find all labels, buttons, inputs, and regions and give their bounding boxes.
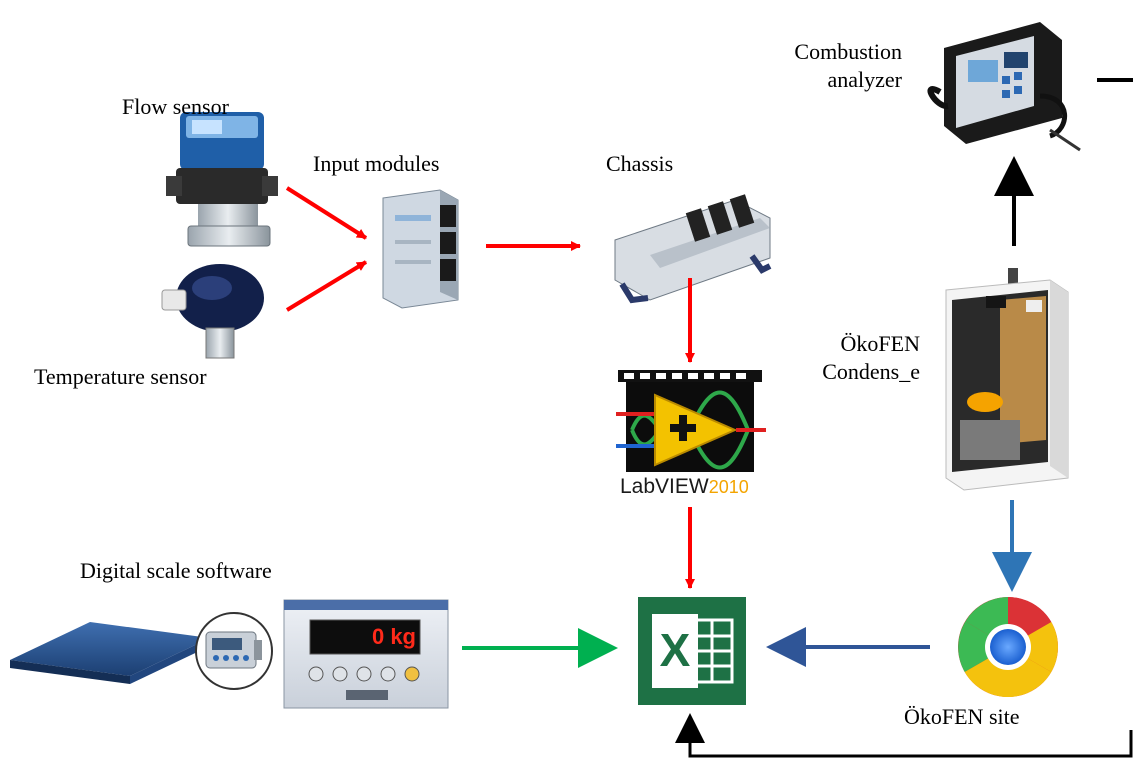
label-okofen-line1: ÖkoFEN bbox=[840, 331, 920, 356]
arrows bbox=[285, 78, 1133, 758]
excel-icon bbox=[638, 597, 746, 705]
arrow-temperature-to-input bbox=[285, 260, 368, 312]
label-combustion-line1: Combustion bbox=[794, 39, 902, 64]
scale-display-readout: 0 kg bbox=[371, 624, 416, 649]
label-okofen-line2: Condens_e bbox=[822, 359, 920, 384]
flow-sensor-device bbox=[166, 112, 278, 247]
label-digital-scale-software: Digital scale software bbox=[80, 558, 272, 583]
okofen-boiler-device bbox=[945, 268, 1069, 491]
label-input-modules: Input modules bbox=[313, 151, 440, 176]
excel-letter: X bbox=[659, 624, 691, 676]
arrow-analyzer-return-to-excel bbox=[675, 713, 1133, 758]
temperature-sensor-device bbox=[161, 264, 264, 359]
label-temperature-sensor: Temperature sensor bbox=[34, 364, 207, 389]
labview-year-label: 2010 bbox=[708, 477, 749, 497]
labview-brand-text: LabVIEW2010 bbox=[620, 474, 770, 500]
labview-brand-label: LabVIEW bbox=[620, 475, 709, 498]
scale-indicator-device bbox=[195, 612, 273, 690]
scale-software-window bbox=[283, 599, 449, 709]
labview-logo bbox=[616, 370, 766, 472]
chassis-device bbox=[614, 194, 772, 304]
label-chassis: Chassis bbox=[606, 151, 674, 176]
label-flow-sensor: Flow sensor bbox=[122, 94, 229, 119]
combustion-analyzer-device bbox=[927, 22, 1081, 152]
chrome-icon bbox=[958, 597, 1058, 697]
platform-scale-device bbox=[10, 622, 210, 684]
input-module-device bbox=[382, 189, 459, 309]
label-combustion-line2: analyzer bbox=[827, 67, 903, 92]
label-combustion-analyzer: Combustion analyzer bbox=[752, 38, 902, 94]
label-okofen-site: ÖkoFEN site bbox=[904, 704, 1020, 729]
label-okofen-boiler: ÖkoFEN Condens_e bbox=[780, 330, 920, 386]
arrow-flow-to-input bbox=[285, 186, 368, 240]
